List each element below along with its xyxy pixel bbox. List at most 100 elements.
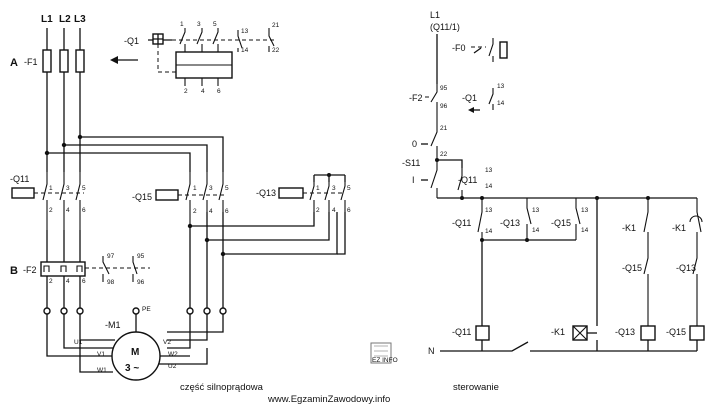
ctrl-f0-arrow	[473, 47, 482, 54]
ctrl-neutral-bus	[440, 341, 697, 352]
watermark: www.EgzaminZawodowy.info	[267, 394, 390, 405]
q13-terminal: 3	[332, 185, 336, 192]
q13-terminal: 4	[332, 207, 336, 214]
q1-aux-terminal: 13	[241, 28, 249, 35]
f2-through-wires	[46, 230, 81, 308]
q1-aux-no	[237, 30, 243, 52]
q1-label: -Q1	[124, 36, 139, 46]
f2-label: -F2	[23, 265, 37, 275]
ctrl-q11-nc-terminal: 14	[485, 228, 493, 235]
power-caption: część silnoprądowa	[180, 382, 264, 393]
q11-terminal: 3	[66, 185, 70, 192]
ctrl-f2-terminal: 96	[440, 103, 448, 110]
q13-terminal: 2	[316, 207, 320, 214]
q11-coil	[11, 187, 35, 199]
q11-contacts	[42, 172, 81, 230]
ctrl-q13-par-terminal: 13	[532, 207, 540, 214]
f2-terminal: 2	[49, 278, 53, 285]
m1-label: -M1	[105, 320, 121, 330]
q1-terminal: 4	[201, 88, 205, 95]
ctrl-start-contact	[430, 160, 438, 198]
ctrl-q13-par-label: -Q13	[500, 218, 520, 228]
f2-terminal: 4	[66, 278, 70, 285]
ctrl-f0-label: -F0	[452, 43, 466, 53]
q1-aux-terminal: 22	[272, 47, 280, 54]
q15-terminal: 6	[225, 208, 229, 215]
control-circuit: L1 (Q11/1) -F0 -Q1 13 14 -F2 95 96 0 21 …	[402, 10, 705, 393]
ctrl-q13-nc-label: -Q13	[676, 263, 696, 273]
ctrl-q11-coil	[475, 325, 490, 341]
f1-arrow-head	[110, 56, 118, 64]
ctrl-k1-no-label: -K1	[672, 223, 686, 233]
ctrl-neutral-drops	[481, 340, 698, 351]
line-label-l1: L1	[41, 14, 53, 25]
f1-fuse-l1	[42, 49, 52, 73]
f1-fuse-l2	[59, 49, 69, 73]
q13-coil	[278, 187, 304, 199]
q11-terminal: 1	[49, 185, 53, 192]
ctrl-f0-contact	[488, 38, 494, 62]
junction-dot	[460, 196, 464, 200]
q13-terminal: 1	[316, 185, 320, 192]
motor-terminal: W1	[97, 367, 107, 374]
control-caption: sterowanie	[453, 382, 499, 393]
q13-to-w2	[207, 212, 330, 241]
f2-aux-terminal: 95	[137, 253, 145, 260]
q15-to-v2	[167, 254, 224, 333]
ctrl-q1-terminal: 13	[497, 83, 505, 90]
q1-aux-terminal: 21	[272, 22, 280, 29]
q1-handle-cross	[153, 34, 163, 44]
q15-terminal: 3	[209, 185, 213, 192]
q11-terminal: 5	[82, 185, 86, 192]
f2-aux-terminal: 97	[107, 253, 115, 260]
ctrl-q13-nc-contact	[692, 250, 698, 326]
q1-aux-nc	[268, 28, 275, 52]
q15-terminal: 5	[225, 185, 229, 192]
junction-dot	[327, 173, 331, 177]
ctrl-q13-par-terminal: 14	[532, 227, 540, 234]
ctrl-q15-par-terminal: 14	[581, 227, 589, 234]
f2-aux-contacts	[102, 256, 138, 282]
q1-aux-terminal: 14	[241, 47, 249, 54]
ctrl-q11-hold-label: -Q11	[458, 175, 477, 185]
motor-m: M	[131, 347, 139, 358]
ctrl-q1-contact	[488, 88, 494, 110]
ctrl-k1-no-contact	[696, 198, 702, 250]
ctrl-s11-label: -S11	[402, 158, 420, 168]
f1-label: -F1	[24, 57, 38, 67]
ctrl-btn1-label: I	[412, 175, 415, 185]
ctrl-n-label: N	[428, 346, 435, 356]
q11-terminal: 6	[82, 207, 86, 214]
ctrl-q15-nc-label: -Q15	[622, 263, 642, 273]
marker-a: A	[10, 57, 18, 69]
q13-contacts	[309, 182, 346, 212]
ctrl-k1-coil-label: -K1	[551, 327, 565, 337]
ctrl-q13-coil-label: -Q13	[615, 327, 635, 337]
ctrl-q15-coil-label: -Q15	[666, 327, 686, 337]
ctrl-q15-par-contact	[575, 198, 581, 240]
ctrl-stop-terminal: 21	[440, 125, 448, 132]
ctrl-q11-nc-contact	[477, 198, 483, 240]
ctrl-s11-branch	[437, 159, 463, 168]
motor-terminal: V1	[97, 351, 105, 358]
line-label-l3: L3	[74, 14, 86, 25]
ctrl-k1-timer-arc	[689, 215, 703, 223]
q1-terminal: 3	[197, 21, 201, 28]
ctrl-stop-terminal: 22	[440, 151, 448, 158]
motor-terminal: U2	[168, 363, 177, 370]
ctrl-q1-label: -Q1	[462, 93, 477, 103]
marker-b: B	[10, 265, 18, 277]
ctrl-q11-hold-terminal: 13	[485, 167, 493, 174]
ctrl-k1-nc-label: -K1	[622, 223, 636, 233]
motor-terminal: V2	[163, 339, 171, 346]
q1-contacts	[175, 28, 233, 86]
ctrl-q11-nc-label: -Q11	[452, 218, 471, 228]
f2-terminal: 6	[82, 278, 86, 285]
ctrl-q15-par-terminal: 13	[581, 207, 589, 214]
motor-output-wires	[158, 348, 208, 365]
motor-terminal: U1	[74, 339, 83, 346]
terminal-strip	[43, 307, 227, 315]
q13-l3-return	[337, 212, 346, 255]
q15-label: -Q15	[132, 192, 152, 202]
